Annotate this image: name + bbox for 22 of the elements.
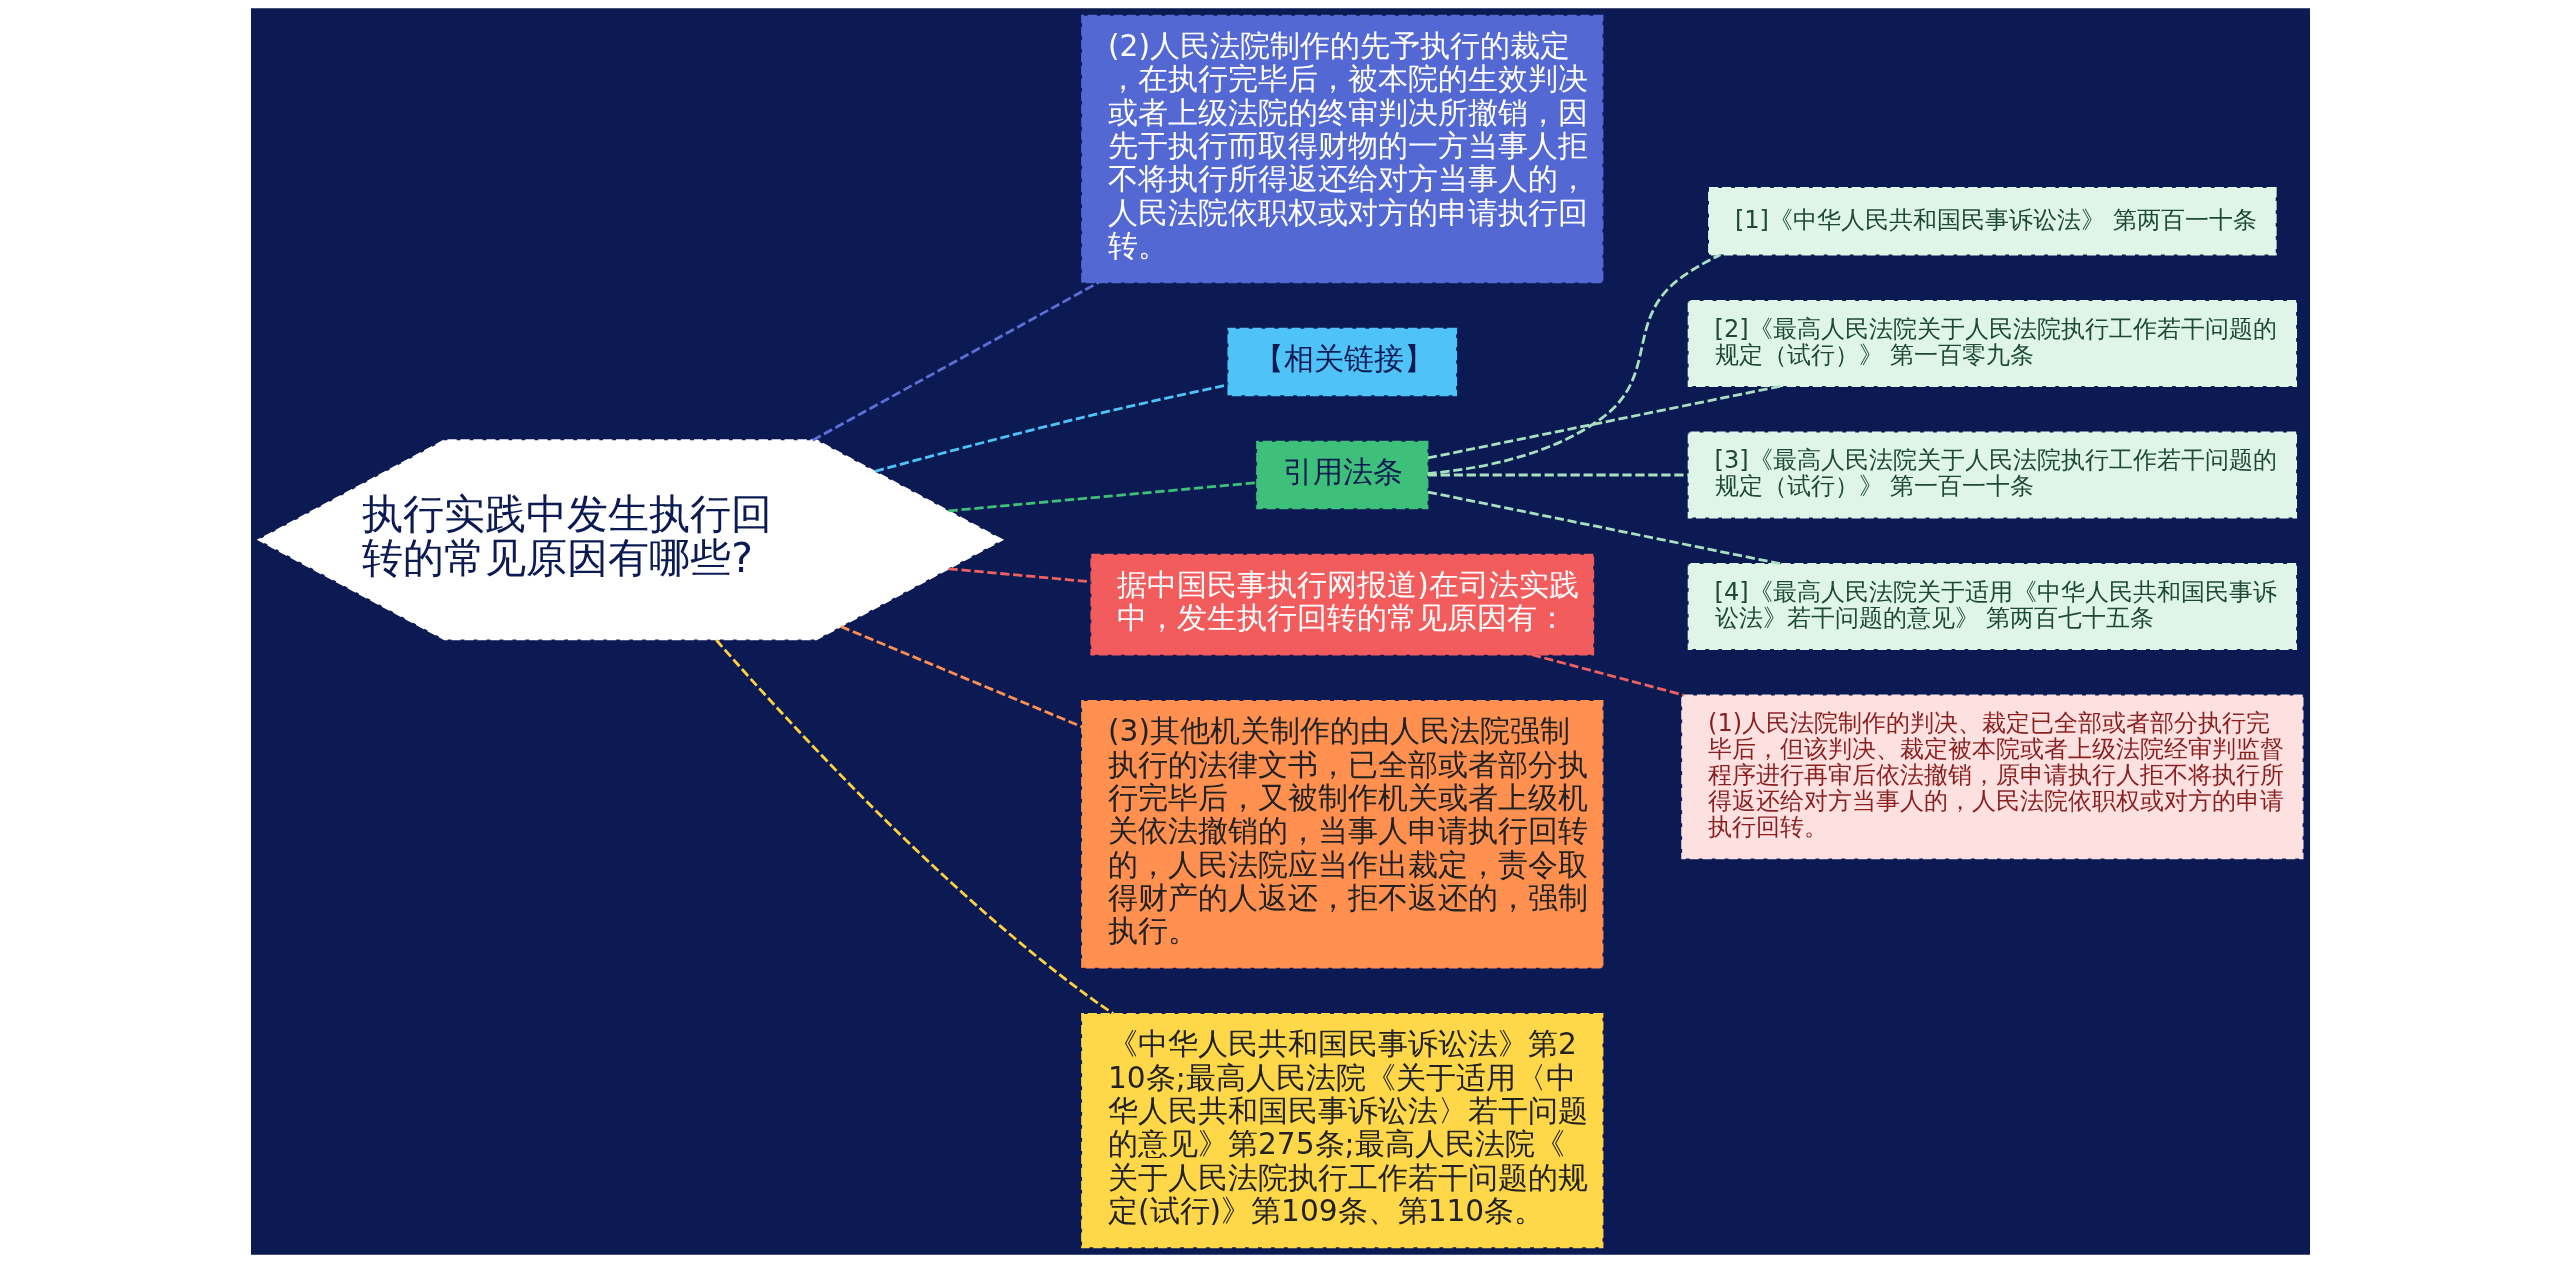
- node-box: [1]《中华人民共和国民事诉讼法》 第两百一十条: [1707, 187, 2277, 256]
- connector: [714, 639, 1114, 1015]
- node-box: [4]《最高人民法院关于适用《中华人民共和国民事诉讼法》若干问题的意见》 第两百七十五条: [1687, 562, 2297, 650]
- connector: [947, 481, 1257, 513]
- connector: [839, 625, 1082, 729]
- connector: [947, 567, 1091, 584]
- node-box: 《中华人民共和国民事诉讼法》第210条;最高人民法院《关于适用〈中华人民共和国民事诉讼法〉若干问题的意见》第275条;最高人民法院《关于人民法院执行工作若干问题的规定(试行)》第109条、第110条。: [1080, 1013, 1603, 1249]
- connector: [1531, 653, 1684, 697]
- node-box: 据中国民事执行网报道)在司法实践中，发生执行回转的常见原因有：: [1089, 553, 1594, 656]
- connector: [811, 281, 1099, 442]
- connector: [1427, 490, 1781, 566]
- connector: [1427, 384, 1781, 460]
- node-box: [3]《最高人民法院关于人民法院执行工作若干问题的规定（试行）》 第一百一十条: [1687, 431, 2297, 519]
- node-box: (3)其他机关制作的由人民法院强制执行的法律文书，已全部或者部分执行完毕后，又被制作机关或者上级机关依法撤销的，当事人申请执行回转的，人民法院应当作出裁定，责令取得财产的人返还，拒不返还的，强制执行。: [1080, 700, 1603, 969]
- connector: [874, 383, 1228, 473]
- node-box: 引用法条: [1255, 440, 1428, 510]
- node-box: (2)人民法院制作的先予执行的裁定，在执行完毕后，被本院的生效判决或者上级法院的终审判决所撤销，因先于执行而取得财物的一方当事人拒不将执行所得返还给对方当事人的，人民法院依职权或对方的申请执行回转。: [1080, 14, 1603, 284]
- node-box: (1)人民法院制作的判决、裁定已全部或者部分执行完毕后，但该判决、裁定被本院或者上级法院经审判监督程序进行再审后依法撤销，原申请执行人拒不将执行所得返还给对方当事人的，人民法院依职权或对方的申请执行回转。: [1680, 694, 2303, 860]
- node-box: 【相关链接】: [1226, 327, 1457, 397]
- connector: [1427, 473, 1688, 477]
- node-box: [2]《最高人民法院关于人民法院执行工作若干问题的规定（试行）》 第一百零九条: [1687, 299, 2297, 388]
- connector: [1426, 253, 1721, 475]
